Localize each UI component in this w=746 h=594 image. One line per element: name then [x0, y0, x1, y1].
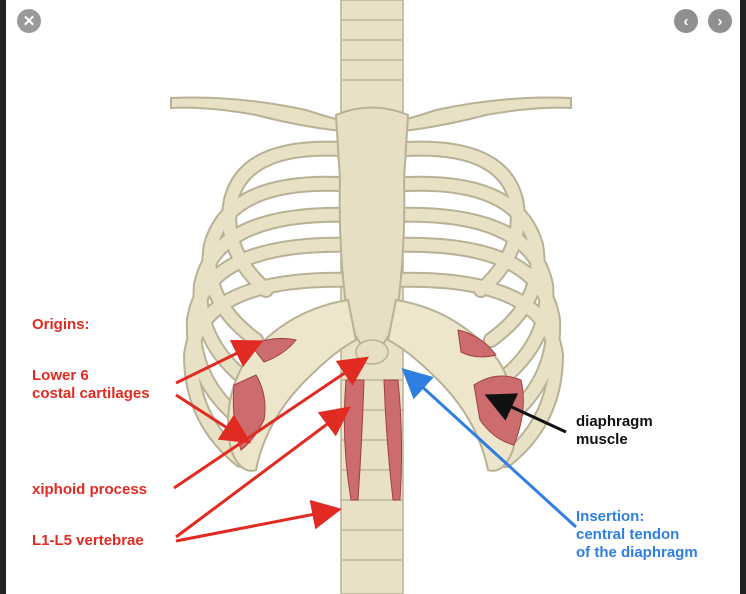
close-icon: ✕ — [22, 13, 36, 30]
label-diaphragm-line2: muscle — [576, 431, 628, 448]
chevron-left-icon: ‹ — [683, 12, 689, 30]
arrow-lower6-upper — [175, 340, 264, 385]
arrow-lower6-lower — [175, 393, 252, 444]
label-insertion-line1: Insertion: — [576, 508, 645, 525]
label-lower6-line1: Lower 6 — [32, 367, 89, 384]
chevron-right-icon: › — [717, 12, 723, 30]
arrow-diaphragm — [484, 393, 567, 434]
label-lower6-line2: costal cartilages — [32, 385, 150, 402]
label-insertion-line3: of the diaphragm — [576, 544, 698, 561]
arrow-vertebrae-2 — [175, 499, 342, 543]
label-origins: Origins: — [32, 316, 90, 333]
sternum — [334, 106, 410, 365]
pointer-arrows — [173, 340, 578, 543]
rib-cage-illustration — [170, 0, 578, 594]
label-vertebrae: L1-L5 vertebrae — [32, 532, 144, 549]
label-xiphoid: xiphoid process — [32, 481, 148, 498]
label-insertion-line2: central tendon — [576, 526, 680, 543]
previous-image-button[interactable]: ‹ — [674, 9, 698, 33]
arrow-insertion — [401, 367, 578, 529]
label-diaphragm-line1: diaphragm — [576, 413, 653, 430]
arrow-vertebrae-1 — [175, 406, 351, 539]
next-image-button[interactable]: › — [708, 9, 732, 33]
arrow-xiphoid — [173, 356, 369, 490]
close-button[interactable]: ✕ — [17, 9, 41, 33]
ribs — [182, 140, 565, 468]
image-viewer: Origins: Lower 6 costal cartilages xipho… — [6, 0, 740, 594]
